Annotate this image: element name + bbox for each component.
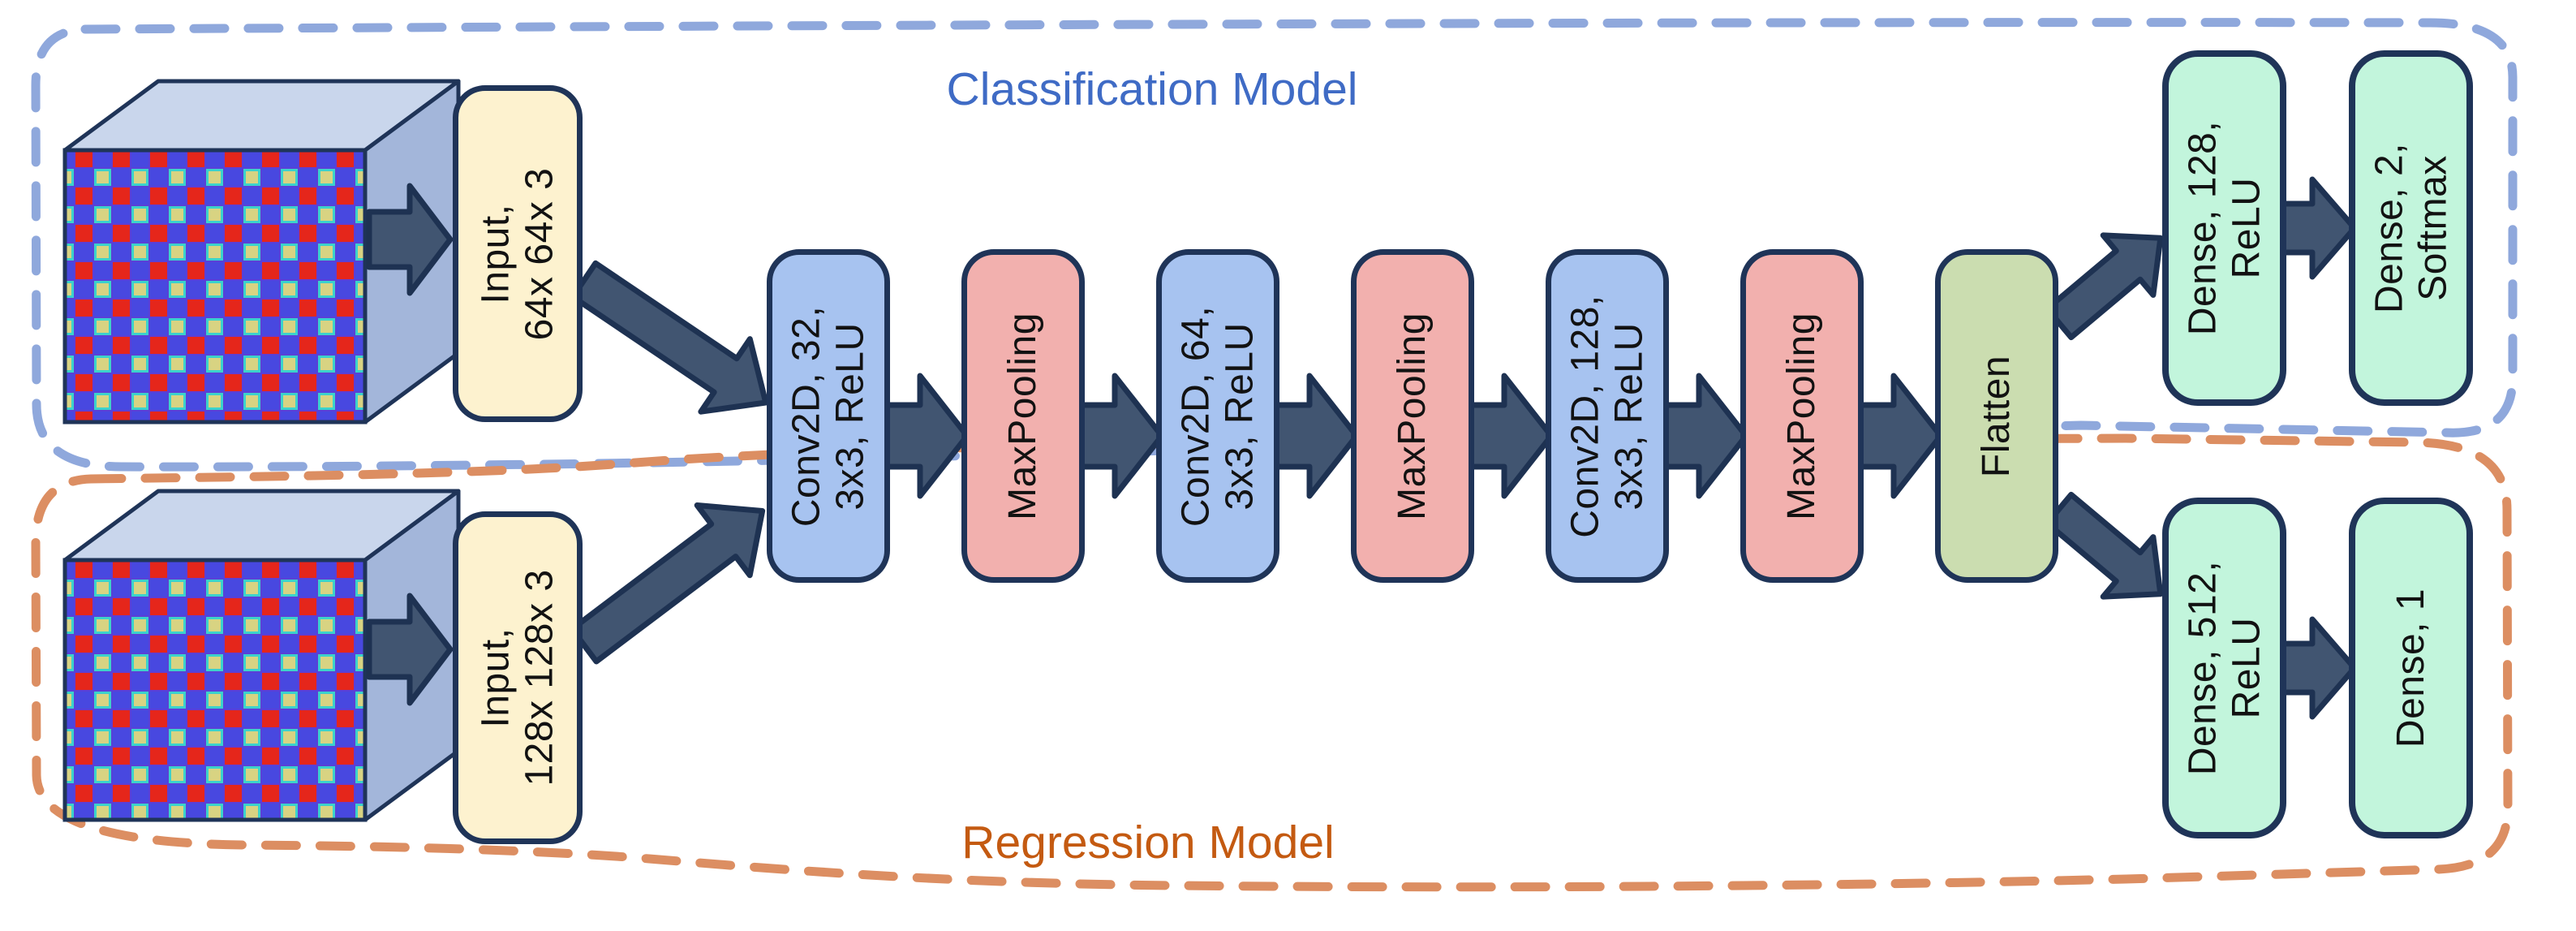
- layer-label-flatten: Flatten: [1975, 355, 2019, 477]
- classification-region-title: Classification Model: [946, 63, 1358, 115]
- layer-box-dense-512: Dense, 512, ReLU: [2162, 498, 2286, 838]
- arrow-flatten-to-dense512: [2044, 491, 2164, 600]
- arrow-cube64-to-input: [366, 183, 454, 296]
- layer-label-input-64: Input, 64x 64x 3: [474, 167, 561, 340]
- arrow-maxpool2-to-conv128: [1464, 373, 1555, 499]
- layer-box-maxpooling-1: MaxPooling: [961, 249, 1085, 583]
- layer-label-dense-2-softmax: Dense, 2, Softmax: [2367, 143, 2454, 313]
- arrow-conv64-to-maxpool2: [1269, 373, 1360, 499]
- layer-label-dense-512: Dense, 512, ReLU: [2180, 560, 2268, 776]
- layer-box-dense-128: Dense, 128, ReLU: [2162, 50, 2286, 406]
- cube-front-face-texture: [62, 148, 368, 425]
- layer-label-maxpooling-2: MaxPooling: [1391, 312, 1434, 520]
- layer-box-input-128: Input, 128x 128x 3: [453, 511, 583, 844]
- layer-box-input-64: Input, 64x 64x 3: [453, 85, 583, 422]
- layer-box-dense-1: Dense, 1: [2349, 498, 2473, 838]
- layer-box-conv2d-64: Conv2D, 64, 3x3, ReLU: [1156, 249, 1279, 583]
- arrow-maxpool1-to-conv64: [1074, 373, 1165, 499]
- layer-label-conv2d-128: Conv2D, 128, 3x3, ReLU: [1563, 294, 1650, 538]
- layer-label-input-128: Input, 128x 128x 3: [474, 569, 561, 787]
- cube-front-face-texture: [62, 558, 368, 822]
- layer-box-maxpooling-3: MaxPooling: [1740, 249, 1864, 583]
- layer-box-conv2d-32: Conv2D, 32, 3x3, ReLU: [767, 249, 890, 583]
- arrow-input64-to-conv32: [570, 260, 769, 415]
- arrow-dense128-to-dense2: [2278, 176, 2358, 280]
- arrow-input128-to-conv32: [569, 502, 766, 665]
- arrow-flatten-to-dense128: [2044, 232, 2164, 341]
- input-image-cube-128: [62, 489, 461, 822]
- arrow-conv128-to-maxpool3: [1658, 373, 1749, 499]
- layer-label-dense-1: Dense, 1: [2389, 588, 2432, 748]
- layer-label-conv2d-64: Conv2D, 64, 3x3, ReLU: [1174, 305, 1261, 527]
- arrow-conv32-to-maxpool1: [879, 373, 970, 499]
- regression-region-title: Regression Model: [961, 817, 1335, 869]
- layer-box-maxpooling-2: MaxPooling: [1351, 249, 1474, 583]
- layer-box-flatten: Flatten: [1935, 249, 2058, 583]
- layer-box-conv2d-128: Conv2D, 128, 3x3, ReLU: [1546, 249, 1669, 583]
- arrow-cube128-to-input: [366, 593, 454, 706]
- layer-box-dense-2-softmax: Dense, 2, Softmax: [2349, 50, 2473, 406]
- arrow-dense512-to-dense1: [2278, 616, 2358, 720]
- arrow-maxpool3-to-flatten: [1853, 373, 1944, 499]
- layer-label-dense-128: Dense, 128, ReLU: [2180, 120, 2268, 336]
- layer-label-maxpooling-1: MaxPooling: [1001, 312, 1045, 520]
- layer-label-conv2d-32: Conv2D, 32, 3x3, ReLU: [785, 305, 871, 527]
- layer-label-maxpooling-3: MaxPooling: [1780, 312, 1824, 520]
